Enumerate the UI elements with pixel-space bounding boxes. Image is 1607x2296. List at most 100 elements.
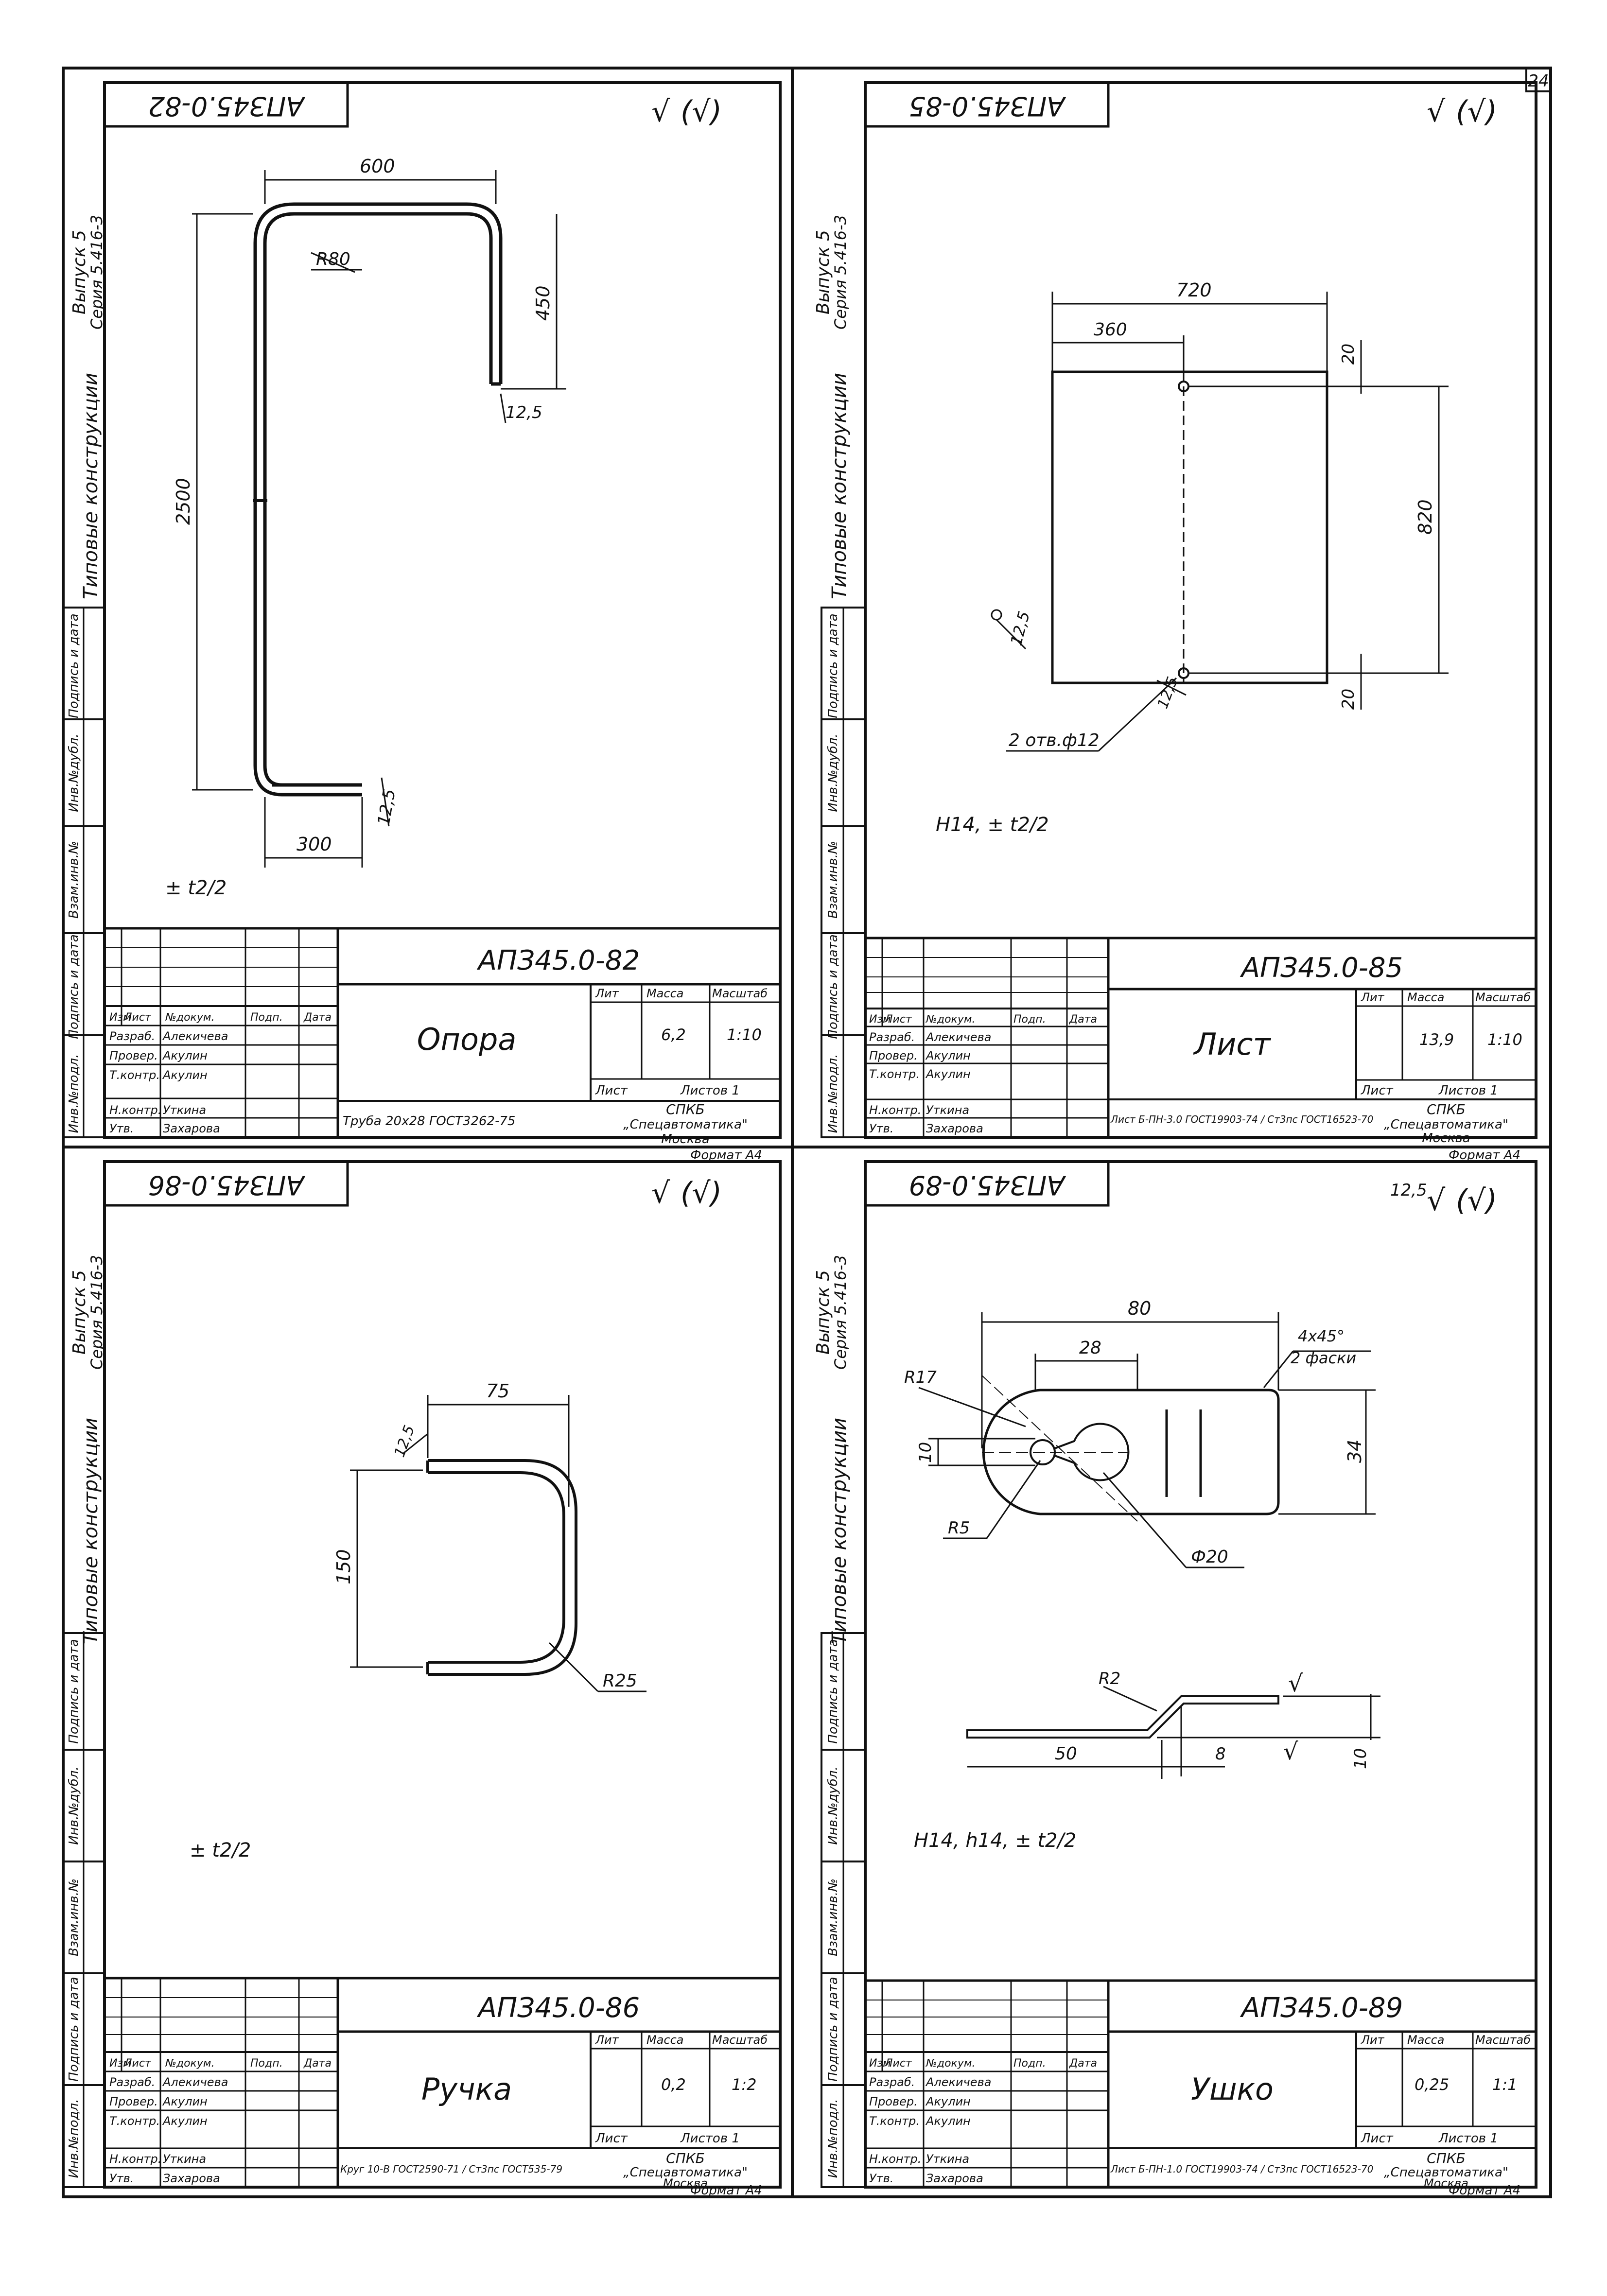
svg-text:Разраб.: Разраб. bbox=[869, 2075, 915, 2089]
svg-text:150: 150 bbox=[333, 1549, 354, 1584]
svg-text:Серия 5.416-3: Серия 5.416-3 bbox=[87, 1255, 106, 1370]
svg-text:Изм: Изм bbox=[109, 1011, 131, 1024]
svg-text:Акулин: Акулин bbox=[925, 1049, 971, 1062]
svg-text:20: 20 bbox=[1339, 689, 1358, 710]
svg-text:Инв.№дубл.: Инв.№дубл. bbox=[67, 733, 81, 812]
svg-text:Взам.инв.№: Взам.инв.№ bbox=[67, 841, 81, 919]
svg-text:Акулин: Акулин bbox=[925, 1067, 971, 1081]
svg-text:Уткина: Уткина bbox=[163, 1103, 206, 1117]
svg-text:Выпуск 5: Выпуск 5 bbox=[813, 1270, 833, 1355]
title-block: Изм Лист №докум. Подп. Дата Разраб. Алек… bbox=[864, 1979, 1537, 2190]
svg-text:Типовые конструкции: Типовые конструкции bbox=[80, 1418, 102, 1644]
svg-text:820: 820 bbox=[1415, 499, 1436, 535]
svg-text:8: 8 bbox=[1215, 1744, 1226, 1764]
side-view-outline bbox=[966, 1695, 1279, 1739]
svg-text:АПЗ45.0-89: АПЗ45.0-89 bbox=[909, 1170, 1066, 1200]
svg-text:Типовые конструкции: Типовые конструкции bbox=[828, 373, 851, 599]
svg-text:Москва: Москва bbox=[663, 2176, 708, 2190]
svg-text:СПКБ: СПКБ bbox=[1427, 2150, 1466, 2166]
svg-text:√: √ bbox=[1427, 95, 1446, 129]
plate-outline bbox=[1051, 370, 1328, 684]
svg-text:34: 34 bbox=[1344, 1440, 1365, 1463]
svg-text:Лит: Лит bbox=[1361, 2033, 1385, 2047]
svg-text:Подп.: Подп. bbox=[1013, 2057, 1046, 2070]
svg-text:„Спецавтоматика": „Спецавтоматика" bbox=[1384, 1117, 1508, 1132]
svg-text:12,5: 12,5 bbox=[506, 403, 542, 422]
svg-text:СПКБ: СПКБ bbox=[666, 2150, 705, 2166]
svg-text:Формат А4: Формат А4 bbox=[690, 1148, 762, 1163]
svg-text:Т.контр.: Т.контр. bbox=[109, 2114, 160, 2128]
svg-text:Лист: Лист bbox=[884, 1013, 912, 1026]
svg-text:Утв.: Утв. bbox=[109, 2172, 134, 2185]
svg-text:Подпись и дата: Подпись и дата bbox=[67, 1639, 81, 1743]
svg-text:Акулин: Акулин bbox=[925, 2095, 971, 2108]
sheet-code-rotated: АПЗ45.0-82 bbox=[148, 91, 306, 122]
svg-text:Утв.: Утв. bbox=[109, 1122, 134, 1135]
svg-text:Взам.инв.№: Взам.инв.№ bbox=[826, 1879, 840, 1956]
svg-text:1:10: 1:10 bbox=[1487, 1030, 1522, 1049]
svg-text:Масса: Масса bbox=[646, 2033, 684, 2047]
svg-text:Утв.: Утв. bbox=[869, 1122, 893, 1135]
svg-text:АПЗ45.0-85: АПЗ45.0-85 bbox=[1240, 952, 1403, 984]
svg-text:R25: R25 bbox=[603, 1671, 637, 1691]
svg-text:12,5: 12,5 bbox=[1154, 675, 1182, 711]
svg-text:Подпись и дата: Подпись и дата bbox=[826, 613, 840, 718]
svg-text:Уткина: Уткина bbox=[926, 2152, 969, 2166]
series-label: Выпуск 5 bbox=[70, 230, 89, 314]
svg-text:Лист: Лист bbox=[123, 2057, 152, 2070]
svg-text:Ф20: Ф20 bbox=[1191, 1547, 1228, 1567]
svg-text:Выпуск 5: Выпуск 5 bbox=[70, 1270, 89, 1355]
svg-text:Подп.: Подп. bbox=[250, 2057, 283, 2070]
svg-text:Провер.: Провер. bbox=[109, 2095, 158, 2108]
roughness-mark: (√) bbox=[681, 95, 722, 129]
svg-text:Масштаб: Масштаб bbox=[712, 2033, 768, 2047]
svg-text:Масса: Масса bbox=[646, 987, 684, 1000]
svg-text:Ушко: Ушко bbox=[1191, 2071, 1274, 2107]
svg-text:Н14, ± t2/2: Н14, ± t2/2 bbox=[936, 814, 1049, 836]
svg-text:Инв.№дубл.: Инв.№дубл. bbox=[67, 1766, 81, 1844]
scale-value: 1:10 bbox=[727, 1026, 762, 1044]
svg-text:√: √ bbox=[651, 95, 670, 129]
svg-text:Типовые конструкции: Типовые конструкции bbox=[828, 1418, 851, 1644]
svg-text:Алекичева: Алекичева bbox=[925, 1030, 991, 1044]
svg-text:№докум.: №докум. bbox=[165, 2057, 214, 2070]
svg-text:Провер.: Провер. bbox=[869, 1049, 918, 1062]
svg-text:Алекичева: Алекичева bbox=[925, 2075, 991, 2089]
svg-text:√: √ bbox=[1283, 1738, 1298, 1765]
svg-text:Акулин: Акулин bbox=[925, 2114, 971, 2128]
svg-text:1:2: 1:2 bbox=[732, 2075, 757, 2094]
svg-text:СПКБ: СПКБ bbox=[1427, 1101, 1466, 1117]
svg-text:Масштаб: Масштаб bbox=[1475, 991, 1531, 1004]
svg-text:Алекичева: Алекичева bbox=[162, 2075, 228, 2089]
svg-text:Акулин: Акулин bbox=[162, 2095, 208, 2108]
svg-text:Серия 5.416-3: Серия 5.416-3 bbox=[831, 1255, 850, 1370]
svg-text:Н14, h14, ± t2/2: Н14, h14, ± t2/2 bbox=[914, 1829, 1076, 1852]
svg-text:(√): (√) bbox=[1456, 95, 1497, 129]
svg-text:Листов 1: Листов 1 bbox=[680, 2131, 740, 2146]
svg-text:Лист Б-ПН-3.0 ГОСТ19903-74 / С: Лист Б-ПН-3.0 ГОСТ19903-74 / Ст3пс ГОСТ1… bbox=[1110, 1113, 1373, 1125]
dim-left: 2500 bbox=[173, 478, 194, 525]
svg-text:Лист: Лист bbox=[123, 1011, 152, 1024]
svg-text:360: 360 bbox=[1094, 320, 1127, 340]
svg-text:Инв.№подл.: Инв.№подл. bbox=[826, 1054, 840, 1133]
svg-text:4х45°: 4х45° bbox=[1298, 1327, 1345, 1345]
svg-text:Подп.: Подп. bbox=[250, 1011, 283, 1024]
sheet-89: АПЗ45.0-89 12,5 √ (√) Выпуск 5 Серия 5.4… bbox=[813, 1160, 1537, 2190]
title-block: Изм Лист №докум. Подп. Дата Разраб. Алек… bbox=[103, 927, 782, 1147]
svg-text:√: √ bbox=[651, 1176, 670, 1210]
svg-text:R17: R17 bbox=[904, 1368, 937, 1387]
svg-text:Подпись и дата: Подпись и дата bbox=[826, 1977, 840, 2081]
svg-text:0,2: 0,2 bbox=[661, 2075, 686, 2094]
svg-text:Лист: Лист bbox=[884, 2057, 912, 2070]
svg-text:(√): (√) bbox=[681, 1176, 722, 1210]
svg-text:Захарова: Захарова bbox=[163, 1122, 220, 1135]
svg-text:(√): (√) bbox=[1456, 1183, 1497, 1218]
svg-text:Инв.№подл.: Инв.№подл. bbox=[67, 2099, 81, 2178]
svg-text:2 фаски: 2 фаски bbox=[1291, 1349, 1356, 1367]
svg-text:Лист: Лист bbox=[1361, 1083, 1394, 1098]
svg-text:Утв.: Утв. bbox=[869, 2172, 893, 2185]
svg-text:720: 720 bbox=[1176, 279, 1212, 301]
svg-text:Инв.№подл.: Инв.№подл. bbox=[826, 2099, 840, 2178]
svg-text:Захарова: Захарова bbox=[163, 2172, 220, 2185]
